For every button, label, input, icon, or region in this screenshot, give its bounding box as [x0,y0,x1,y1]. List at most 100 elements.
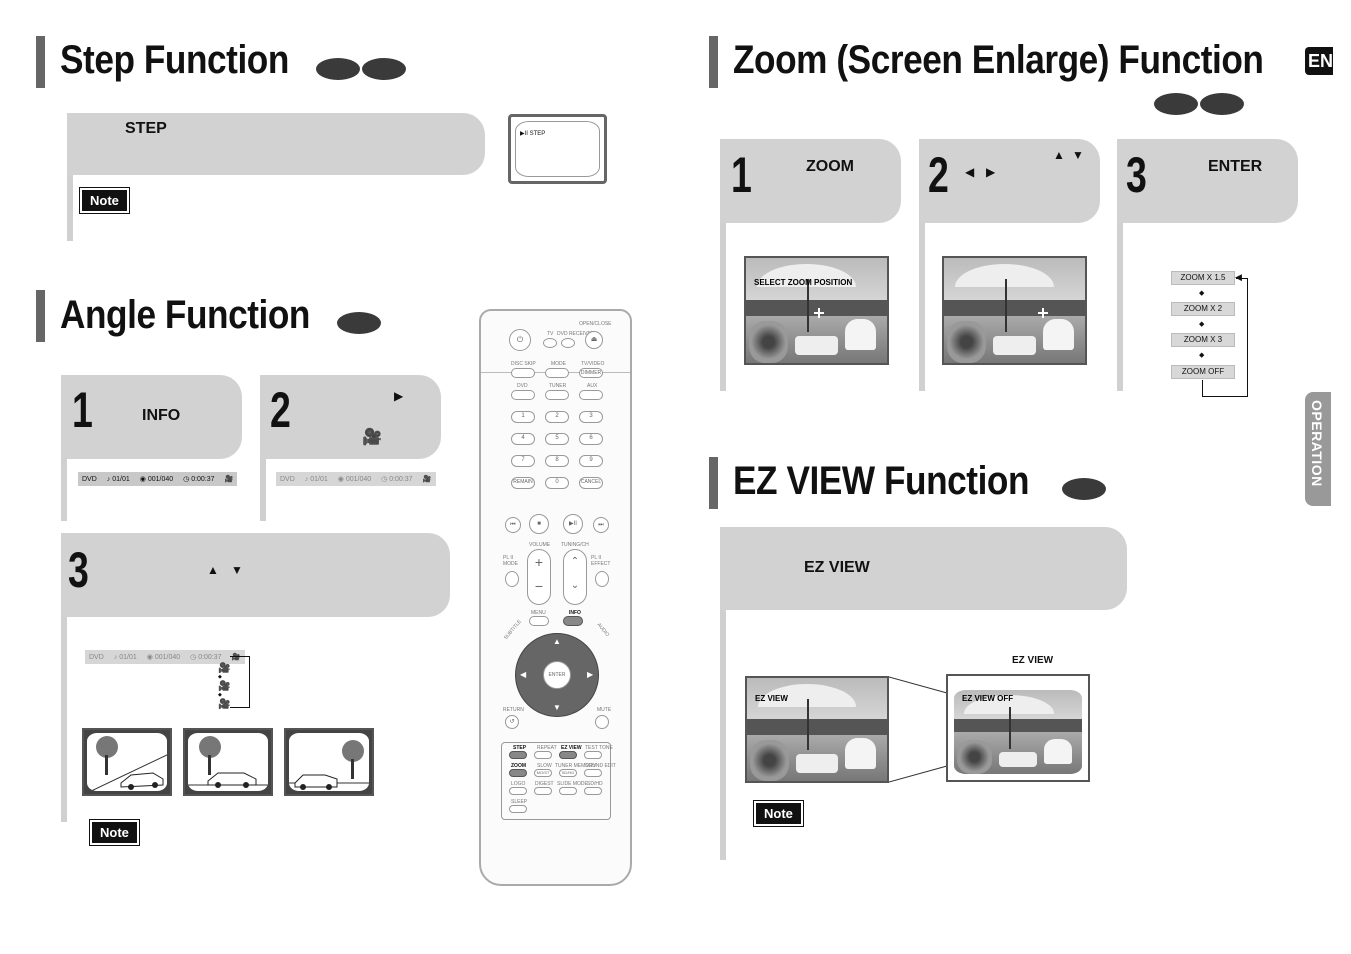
ezview-on-caption: EZ VIEW [755,694,788,703]
pl-effect-button[interactable] [595,571,609,587]
angle-step2-number: 2 [270,382,291,438]
tv-label: TV [547,331,554,337]
dvd-button[interactable] [511,390,535,400]
sd-hd-button[interactable]: SD/HD [559,769,577,777]
power-button[interactable]: ⏻ [509,329,531,351]
tuning-rocker[interactable]: ⌃⌄ [563,549,587,605]
dpad-down-icon[interactable]: ▼ [553,703,561,712]
zoom-crosshair-icon [814,308,824,318]
sound-edit-button[interactable] [584,769,602,777]
dimmer-button[interactable]: DIMMER [579,368,603,378]
remain-button[interactable]: REMAIN [511,477,535,489]
angle-step1-number: 1 [72,382,93,438]
zoom-sequence-arrow: ◆ [1199,290,1205,297]
enter-button[interactable]: ENTER [543,661,571,689]
logo-key-label: LOGO [511,781,526,787]
angle-infobar-step3: DVD ♪ 01/01 ◉ 001/040 ◷ 0:00:37 🎥 [85,650,245,664]
zoom-loop-left [1202,380,1203,397]
title-icon: ♪ [106,475,111,483]
digest-button[interactable] [534,787,552,795]
digit-8-button[interactable]: 8 [545,455,569,467]
digit-4-button[interactable]: 4 [511,433,535,445]
volume-rocker[interactable]: +− [527,549,551,605]
angle-function-title: Angle Function [60,293,310,337]
digit-1-button[interactable]: 1 [511,411,535,423]
subtitle-label: SUBTITLE [502,618,523,642]
zoom-loop-top [1236,278,1248,279]
audio-label: AUDIO [595,622,611,638]
angle-cycle-list: 🎥◆🎥◆🎥 [218,663,231,710]
cancel-button[interactable]: CANCEL [579,477,603,489]
zoom-remote-button[interactable] [509,769,527,777]
digit-3-button[interactable]: 3 [579,411,603,423]
mute-button[interactable] [595,715,609,729]
digit-6-button[interactable]: 6 [579,433,603,445]
tv-mode-button[interactable] [543,338,557,348]
ezview-heading-bar [709,457,718,509]
zoom-sequence-item: ZOOM X 3 [1171,333,1235,347]
digit-7-button[interactable]: 7 [511,455,535,467]
menu-button[interactable] [529,616,549,626]
zoom-step1-line [720,223,726,391]
tuner-button[interactable] [545,390,569,400]
digit-0-button[interactable]: 0 [545,477,569,489]
right-arrow-icon: ▶ [394,389,404,403]
angle-step2-panel [260,375,441,459]
angle-step1-line [61,459,67,521]
volume-label: VOLUME [529,542,551,548]
digit-2-button[interactable]: 2 [545,411,569,423]
logo-button[interactable] [509,787,527,795]
ezview-off-caption: EZ VIEW OFF [962,694,1014,703]
dpad-left-icon[interactable]: ◀ [520,670,527,679]
dvd-mode-button[interactable] [561,338,575,348]
angle-infobar-faded: DVD ♪ 01/01 ◉ 001/040 ◷ 0:00:37 🎥 [276,472,436,486]
step-key-label: STEP [513,745,527,751]
zoom-function-title: Zoom (Screen Enlarge) Function [733,38,1264,82]
test-tone-button[interactable] [584,751,602,759]
aux-button[interactable] [579,390,603,400]
sleep-button[interactable] [509,805,527,813]
mute-label: MUTE [597,707,612,713]
function-key-block [501,742,611,820]
info-button[interactable] [563,616,583,626]
digit-5-button[interactable]: 5 [545,433,569,445]
dvd-disc-icon [1062,478,1106,500]
ezview-remote-button[interactable] [559,751,577,759]
step-note-badge: Note [79,187,130,214]
clock-icon: ◷ [183,476,190,483]
dvd-receiver-label: DVD RECEIVER [557,331,595,337]
angle-step3-line [61,617,67,822]
dvd-disc-icon [316,58,360,80]
dpad-up-icon[interactable]: ▲ [553,637,561,646]
test-tone-key-label: TEST TONE [585,745,613,751]
pl-mode-button[interactable] [505,571,519,587]
dpad-right-icon[interactable]: ▶ [587,670,594,679]
repeat-button[interactable] [534,751,552,759]
mo-st-button[interactable]: MO/ST [534,769,552,777]
slide-mode-key-label: SLIDE MODE [557,781,588,787]
sdhd-button[interactable] [584,787,602,795]
step-remote-button[interactable] [509,751,527,759]
skip-back-button[interactable]: ⏮ [505,517,521,533]
stop-button[interactable]: ■ [529,514,549,534]
angle-step1-info-label: INFO [142,407,181,424]
pl-mode-label: PL II MODE [503,555,518,567]
zoom-key-label: ZOOM [511,763,526,769]
disc-skip-button[interactable] [511,368,535,378]
up-arrow-icon: ▲ [207,563,219,577]
ezview-note-badge: Note [753,800,804,827]
dvd-disc-icon [1154,93,1198,115]
dvd-disc-icon [337,312,381,334]
step-osd-text: ▶II STEP [520,131,546,137]
play-pause-button[interactable]: ▶II [563,514,583,534]
zoom-step2-line [919,223,925,391]
info-label: INFO [569,610,581,616]
digit-9-button[interactable]: 9 [579,455,603,467]
return-button[interactable]: ↺ [505,715,519,729]
dvd-label: DVD [517,383,528,389]
open-close-button[interactable]: ⏏ [585,331,603,349]
mode-button[interactable] [545,368,569,378]
right-arrow-icon: ▶ [986,165,996,179]
slide-mode-button[interactable] [559,787,577,795]
skip-forward-button[interactable]: ⏭ [593,517,609,533]
